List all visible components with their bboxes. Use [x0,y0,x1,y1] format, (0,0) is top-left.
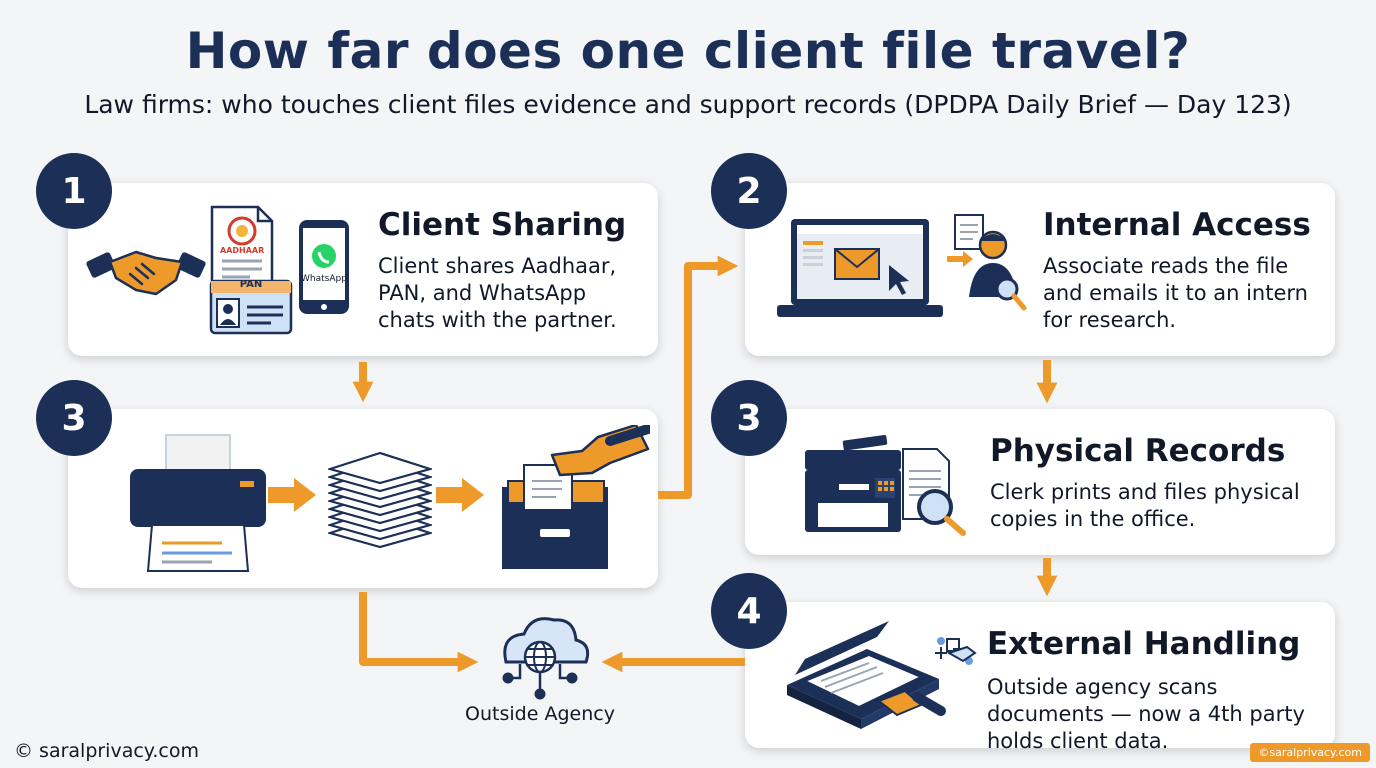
person-search-icon [947,214,1027,311]
handshake-icon [86,250,206,296]
step-card-external-handling: External Handling Outside agency scans d… [745,602,1335,753]
step-card-client-sharing: AADHAAR PAN WhatsApp Client Sharing Clie… [68,183,658,356]
step-description: Client shares Aadhaar, PAN, and WhatsApp… [378,254,617,332]
arrow-print-to-internal [658,255,739,499]
page-subtitle: Law firms: who touches client files evid… [84,90,1292,119]
step-description: Associate reads the file and emails it t… [1043,254,1308,332]
scanner-icon [787,621,977,729]
cloud-network-icon [502,617,590,700]
laptop-email-icon [777,219,943,317]
page-title: How far does one client file travel? [185,22,1191,80]
step-card-physical-records: Physical Records Clerk prints and files … [745,409,1335,555]
step-title: External Handling [987,626,1301,662]
step-badge-4: 4 [711,573,787,649]
step-badge-3-right: 3 [711,380,787,456]
pan-label: PAN [239,279,263,290]
step-card-print-file-flow [68,409,658,588]
footer-credit: © saralprivacy.com [14,740,199,762]
magnifier-document-icon [902,448,966,536]
arrow-print-to-agency [359,592,479,673]
whatsapp-phone-icon [299,220,349,314]
step-badge-2: 2 [711,153,787,229]
step-badge-3-left: 3 [36,380,112,456]
step-title: Internal Access [1043,207,1311,243]
step-description: Clerk prints and files physical copies i… [990,480,1300,531]
step-card-internal-access: Internal Access Associate reads the file… [745,183,1335,356]
watermark-badge: ©saralprivacy.com [1250,743,1370,762]
step-title: Physical Records [990,433,1286,469]
pan-card-icon [209,279,293,335]
step-description: Outside agency scans documents — now a 4… [987,675,1305,753]
paper-stack-icon [328,451,432,549]
step-badge-1: 1 [36,153,112,229]
whatsapp-label: WhatsApp [301,274,347,284]
aadhaar-label: AADHAAR [220,246,265,255]
filing-cabinet-icon [502,425,650,569]
outside-agency-label: Outside Agency [465,703,615,725]
printer-icon [130,434,266,572]
photocopier-icon [805,434,901,532]
step-title: Client Sharing [378,207,627,243]
aadhaar-document-icon [210,205,274,287]
